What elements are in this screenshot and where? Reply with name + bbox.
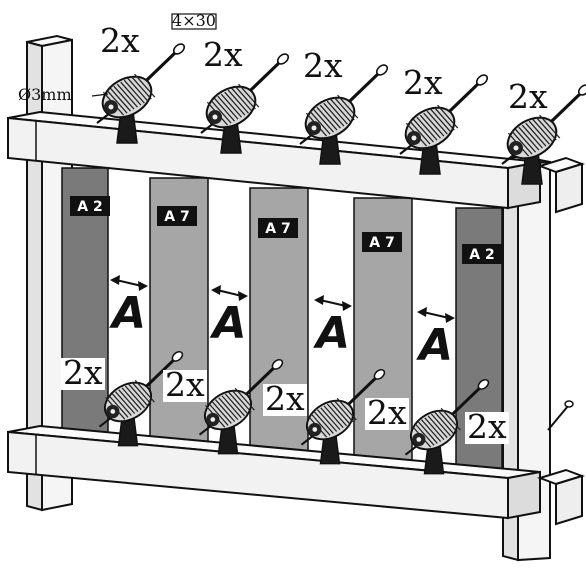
quantity-label: 2x bbox=[508, 77, 548, 116]
quantity-label: 2x bbox=[203, 35, 243, 74]
slat-label: A 7 bbox=[265, 221, 290, 237]
gap-marker: A bbox=[109, 275, 148, 339]
slat-label: A 2 bbox=[77, 199, 102, 215]
arrow-head-icon bbox=[211, 285, 221, 295]
gap-label: A bbox=[209, 298, 246, 349]
slat-label: A 2 bbox=[469, 247, 494, 263]
slat-label: A 7 bbox=[369, 235, 394, 251]
drill-spec-text: Ø3mm bbox=[18, 85, 72, 104]
quantity-label: 2x bbox=[403, 63, 443, 102]
screw-spec-box: 4×30 bbox=[172, 11, 216, 30]
drill-spec: Ø3mm bbox=[18, 85, 108, 104]
gap-marker: A bbox=[416, 307, 455, 371]
arrow-head-icon bbox=[314, 295, 324, 305]
arrow-head-icon bbox=[417, 307, 427, 317]
quantity-label: 2x bbox=[367, 393, 407, 432]
gap-marker: A bbox=[209, 285, 248, 349]
screw-spec-text: 4×30 bbox=[172, 11, 216, 30]
quantity-label: 2x bbox=[165, 365, 205, 404]
gap-arrow-line bbox=[116, 280, 142, 286]
slat-label: A 7 bbox=[164, 209, 189, 225]
quantity-label: 2x bbox=[265, 379, 305, 418]
arrow-head-icon bbox=[110, 275, 120, 285]
quantity-label: 2x bbox=[100, 21, 140, 60]
slat: A 7 bbox=[150, 178, 208, 450]
gap-label: A bbox=[109, 288, 146, 339]
quantity-label: 2x bbox=[303, 46, 343, 85]
quantity-label: 2x bbox=[63, 353, 103, 392]
gap-arrow-line bbox=[320, 300, 346, 306]
right-screw-icon bbox=[548, 401, 573, 430]
slat: A 7 bbox=[250, 188, 308, 460]
gap-marker: A bbox=[313, 295, 352, 359]
gap-arrow-line bbox=[423, 312, 449, 318]
gap-label: A bbox=[313, 308, 350, 359]
gap-label: A bbox=[416, 320, 453, 371]
slat: A 2 bbox=[62, 168, 110, 440]
quantity-label: 2x bbox=[467, 407, 507, 446]
